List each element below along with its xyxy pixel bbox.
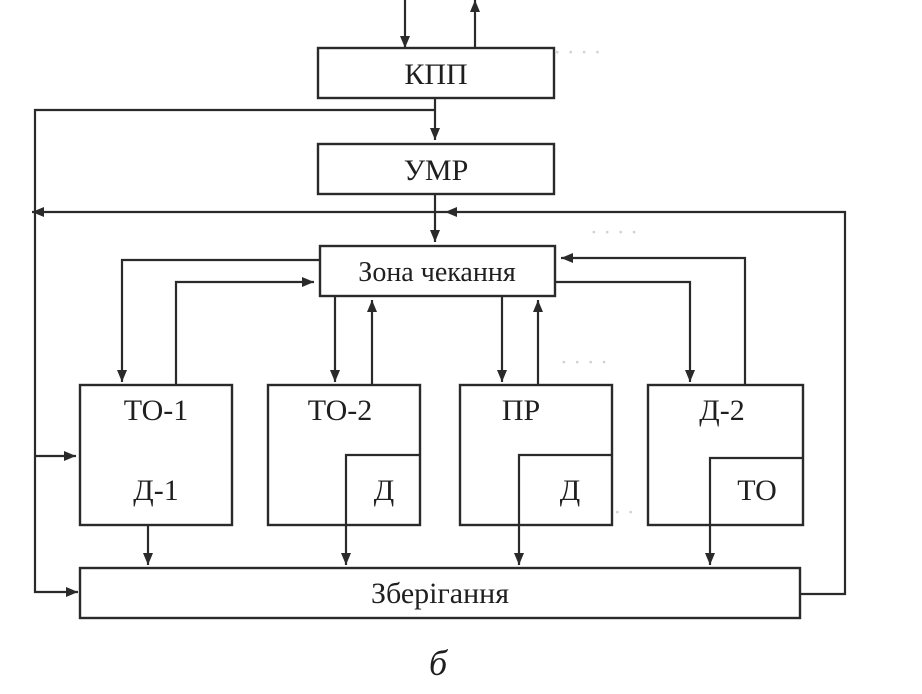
node-d2: Д-2 ТО (646, 383, 805, 527)
node-d1-label: Д-1 (133, 474, 178, 507)
page-bleed-through: · · · · · · · · · · · · · · · · (540, 40, 638, 525)
waiting-to-to1-arrow (117, 258, 320, 382)
node-storage: Зберігання (78, 566, 802, 620)
storage-return-loop (445, 207, 847, 596)
d2-subarea-border (708, 456, 803, 525)
waiting-to-d2-arrow (555, 280, 695, 382)
node-to2-label: ТО-2 (308, 394, 373, 427)
pr-subarea-border (517, 453, 612, 525)
node-pr: ПР Д (458, 383, 614, 527)
node-d2-to-label: ТО (737, 474, 777, 507)
d2-to-waiting-arrow (561, 253, 747, 385)
node-umr-label: УМР (404, 154, 469, 187)
node-to1: ТО-1 Д-1 (78, 383, 234, 527)
node-to2: ТО-2 Д (266, 383, 422, 527)
node-pr-label: ПР (502, 394, 540, 427)
svg-text:· · · ·: · · · · (560, 350, 608, 375)
node-storage-label: Зберігання (371, 577, 509, 610)
node-to2-d-label: Д (374, 474, 394, 507)
to2-subarea-border (344, 453, 420, 525)
node-to1-label: ТО-1 (124, 394, 189, 427)
connectors (32, 0, 847, 597)
to1-to-waiting-arrow (174, 277, 314, 385)
node-pr-d-label: Д (560, 474, 580, 507)
left-loop-to-storage (33, 108, 435, 597)
node-kpp-label: КПП (404, 58, 467, 91)
figure-caption: б (429, 643, 449, 683)
node-kpp: КПП (316, 46, 556, 100)
node-waiting-zone: Зона чекання (318, 244, 557, 298)
node-waiting-zone-label: Зона чекання (358, 257, 516, 288)
node-d2-label: Д-2 (699, 394, 744, 427)
node-umr: УМР (316, 142, 556, 196)
svg-text:· · · ·: · · · · (590, 220, 638, 245)
